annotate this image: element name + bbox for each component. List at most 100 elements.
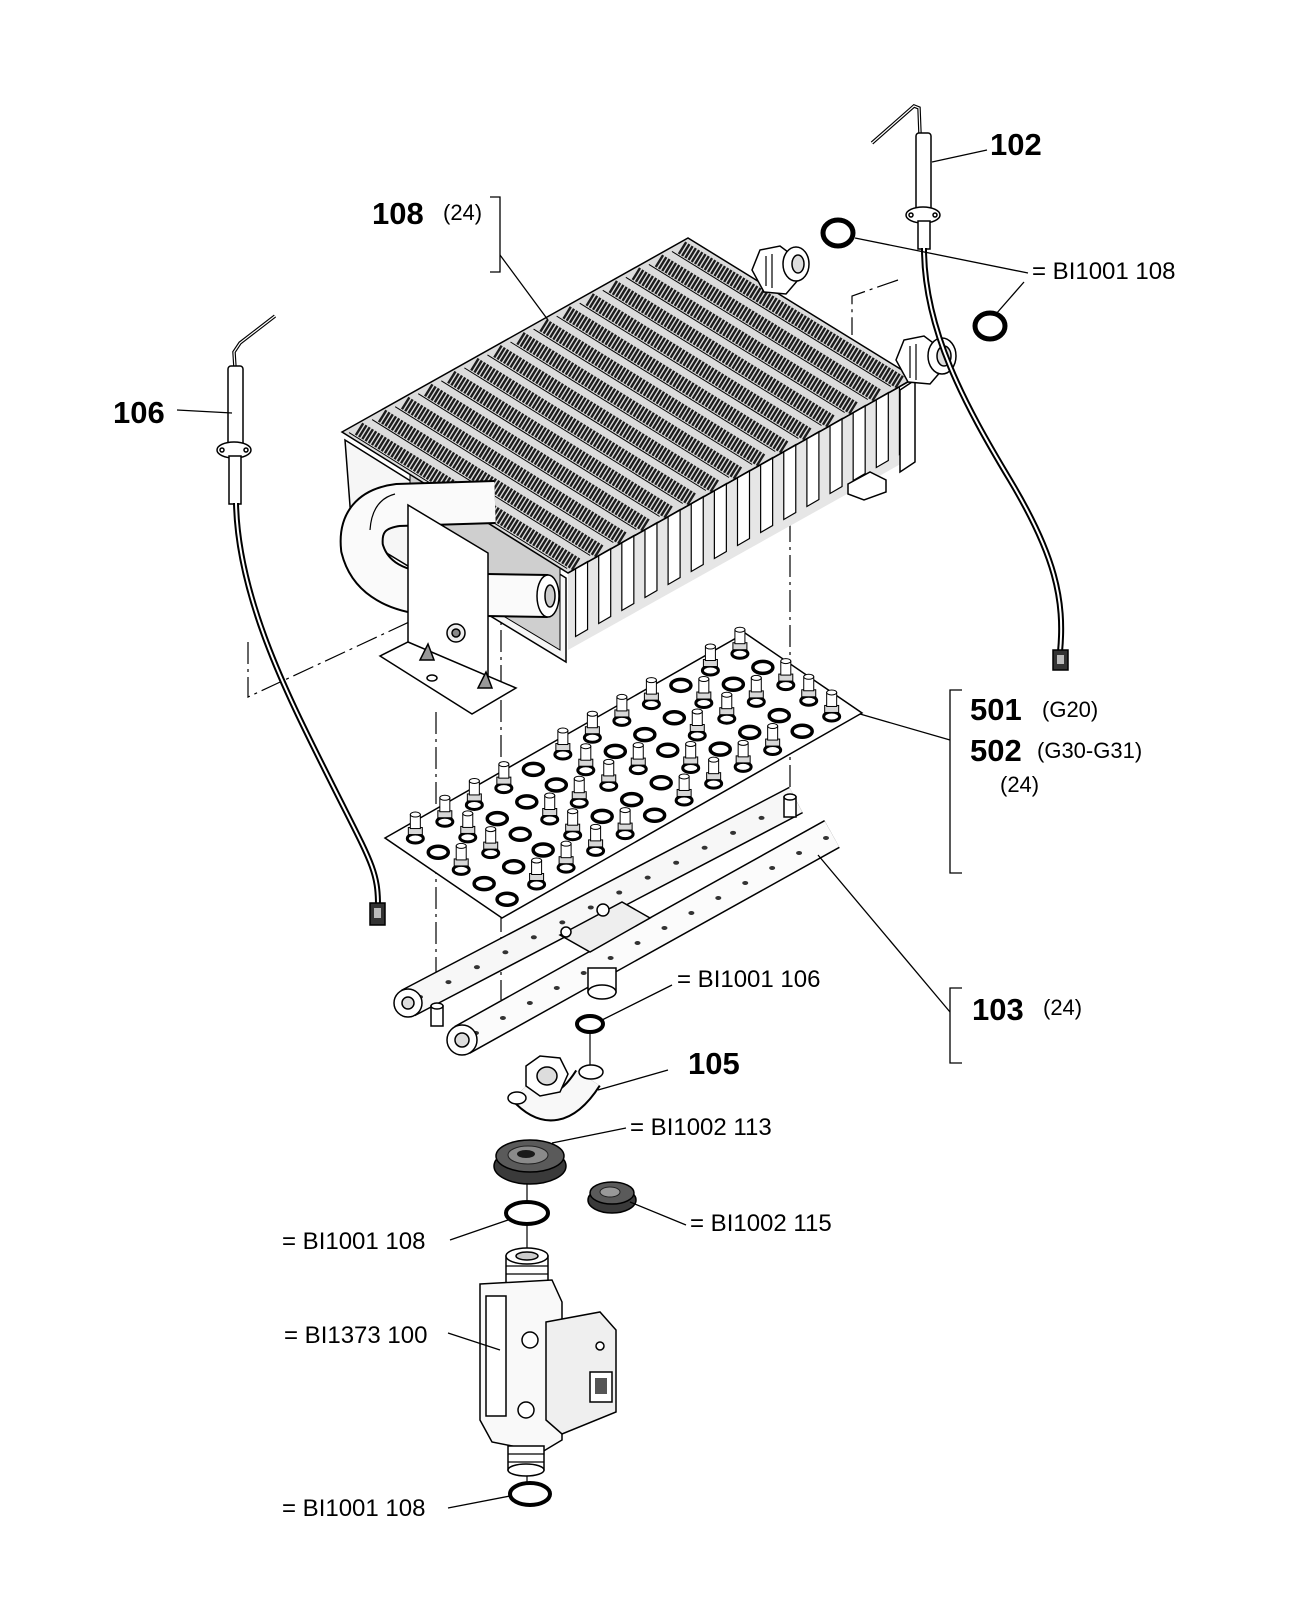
fin-grid	[585, 293, 812, 441]
leader-lines	[176, 149, 1029, 1509]
nozzle-tip	[586, 710, 598, 717]
nozzle-tip	[409, 811, 421, 818]
fin-grid	[516, 332, 743, 480]
exchanger-seal-lower	[972, 310, 1008, 342]
nozzle-tip	[485, 826, 497, 833]
locating-pin	[418, 642, 436, 661]
burner-port	[661, 926, 668, 930]
nozzle	[586, 823, 606, 857]
electrode-insulator	[227, 365, 244, 447]
nozzle	[458, 810, 478, 844]
nozzle-tip	[560, 840, 572, 847]
fin	[602, 280, 843, 495]
fin-grid	[562, 306, 789, 454]
nozzle-tip	[580, 743, 592, 750]
ref-exchanger-seal: = BI1001 108	[1032, 258, 1175, 285]
nozzle-o-ring	[426, 844, 451, 860]
nozzle-tip	[616, 693, 628, 700]
fin-grid	[631, 267, 858, 415]
leader-102	[931, 149, 988, 163]
nozzle-o-ring	[721, 676, 746, 692]
leader-gas-valve	[447, 1332, 501, 1351]
callout-105: 105	[688, 1046, 740, 1081]
bracket-103	[949, 987, 962, 1064]
nozzle	[641, 677, 661, 711]
nozzle-tip	[750, 674, 762, 681]
nozzle	[822, 689, 842, 723]
nozzle-array	[405, 626, 842, 908]
flow-fitting-upper	[751, 245, 810, 295]
fin	[464, 357, 704, 573]
fin	[510, 332, 751, 547]
fin-grid	[470, 357, 696, 506]
rail-screw	[596, 903, 610, 917]
burner-port	[634, 941, 641, 945]
leader-valve-seal-lower	[447, 1495, 511, 1509]
burner-port	[553, 986, 560, 990]
flange-hole	[908, 212, 914, 218]
nozzle-o-ring	[521, 761, 546, 778]
nozzle-o-ring	[633, 726, 657, 743]
burner-port	[758, 815, 765, 820]
fin-plate	[736, 469, 751, 547]
burner-port	[823, 836, 829, 840]
nozzle-tip	[645, 677, 657, 684]
post-top	[783, 793, 797, 801]
electrode-body	[228, 455, 242, 505]
burner-port	[796, 851, 803, 855]
nozzle-o-ring	[501, 859, 526, 875]
valve-seal-upper	[504, 1200, 550, 1226]
burner-port	[559, 920, 566, 925]
u-pipe	[341, 482, 549, 616]
nozzle-o-ring	[590, 808, 614, 825]
nozzle	[612, 693, 632, 727]
callout-501-502-quantity: (24)	[1000, 772, 1039, 797]
leader-108	[499, 254, 549, 321]
fin-edge	[556, 315, 776, 452]
cable-connector-slot	[374, 908, 381, 918]
front-edge	[567, 377, 916, 574]
nozzle	[681, 740, 701, 774]
leader-105	[597, 1069, 669, 1091]
valve-outlet-mouth	[507, 1463, 545, 1477]
burner-port	[580, 971, 587, 975]
nozzle-o-ring	[737, 724, 762, 741]
nozzle	[451, 842, 471, 876]
nozzle-tip	[455, 842, 467, 849]
fin-grid	[447, 370, 673, 519]
u-pipe-end-bore	[544, 584, 556, 608]
fin-edge	[579, 302, 799, 439]
fin	[579, 293, 820, 508]
fin-plate	[875, 391, 889, 469]
callout-103-quantity: (24)	[1043, 995, 1082, 1020]
fin-plate	[598, 547, 612, 625]
burner-port	[673, 860, 680, 865]
nozzle-tip	[704, 643, 716, 650]
mounting-hole	[426, 674, 438, 682]
electrode-insulator	[915, 132, 932, 212]
nozzle-plate	[383, 626, 864, 919]
leader-grommet-small	[629, 1201, 687, 1226]
fin-grid	[677, 241, 905, 389]
leader-rail-seal	[601, 984, 673, 1021]
nozzle-o-ring	[544, 777, 569, 793]
nozzle-o-ring	[515, 794, 539, 810]
grommet-small	[587, 1181, 637, 1214]
nozzle	[582, 710, 602, 744]
nozzle-tip	[462, 810, 474, 817]
nozzle-o-ring	[708, 741, 732, 757]
electrode-tip-highlight	[233, 315, 276, 369]
axis-electrode-106	[247, 589, 479, 698]
callout-103: 103	[972, 992, 1024, 1027]
fin-plate	[760, 456, 774, 534]
callout-102: 102	[990, 127, 1042, 162]
fin-grid	[493, 344, 720, 493]
nozzle	[435, 794, 455, 828]
exchanger-seal-upper	[820, 217, 856, 249]
valve-seal-lower	[508, 1481, 552, 1507]
fin-grid	[424, 383, 650, 532]
flange-hole	[243, 447, 249, 453]
fin-grid	[400, 396, 627, 545]
leader-grommet-large	[551, 1127, 627, 1144]
burner-port	[499, 1016, 506, 1020]
